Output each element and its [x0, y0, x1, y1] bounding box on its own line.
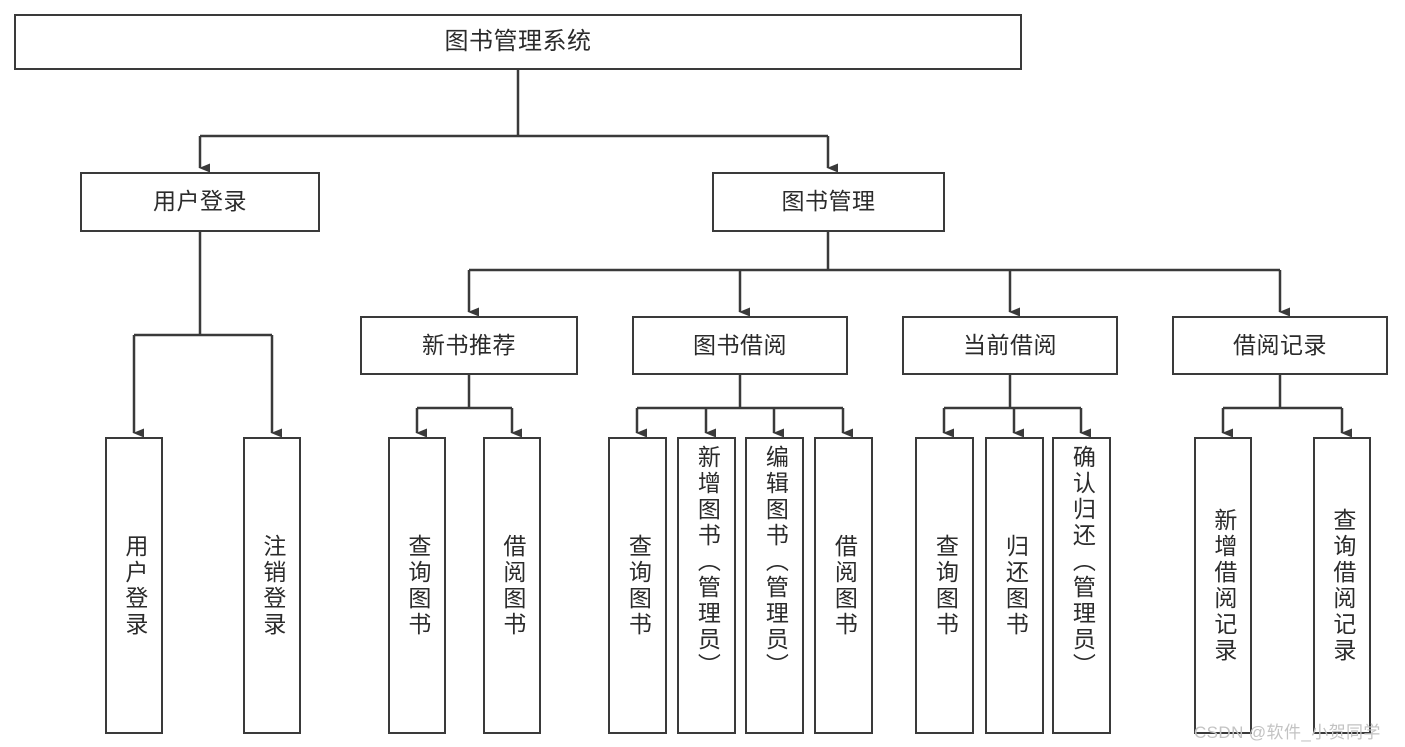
node-label: 归还图书 — [1002, 533, 1029, 638]
connector-user-login-to-leaves — [132, 232, 282, 438]
connector-current-borrow-to-leaves — [942, 375, 1091, 438]
node-label: 编辑图书（管理员） — [762, 445, 789, 679]
connector-new-book-rec-to-leaves — [415, 375, 522, 438]
node-box-leaf-query-record: 查询借阅记录 — [1313, 437, 1371, 734]
node-box-leaf-return-book: 归还图书 — [985, 437, 1044, 734]
connector-root-to-level1 — [198, 70, 838, 173]
node-label: 用户登录 — [153, 188, 247, 215]
node-label: 当前借阅 — [963, 331, 1057, 358]
node-label: 新增借阅记录 — [1210, 507, 1237, 664]
node-box-leaf-confirm-return: 确认归还（管理员） — [1052, 437, 1111, 734]
node-label: 新书推荐 — [422, 331, 516, 358]
connector-book-admin-to-level2 — [467, 232, 1290, 317]
node-box-leaf-edit-book: 编辑图书（管理员） — [745, 437, 804, 734]
node-label: 查询图书 — [932, 533, 959, 638]
node-label: 查询图书 — [404, 533, 431, 638]
node-label: 注销登录 — [259, 533, 286, 638]
node-label: 借阅图书 — [831, 533, 858, 638]
node-label: 查询借阅记录 — [1329, 507, 1356, 664]
node-box-user-login: 用户登录 — [80, 172, 320, 232]
node-box-borrow-record: 借阅记录 — [1172, 316, 1388, 375]
node-box-leaf-add-book: 新增图书（管理员） — [677, 437, 736, 734]
node-box-new-book-rec: 新书推荐 — [360, 316, 578, 375]
node-label: 确认归还（管理员） — [1069, 445, 1096, 679]
connector-borrow-record-to-leaves — [1221, 375, 1352, 438]
node-box-leaf-borrow-book: 借阅图书 — [814, 437, 873, 734]
node-box-leaf-borrow-book-rec: 借阅图书 — [483, 437, 541, 734]
node-box-leaf-query-book: 查询图书 — [608, 437, 667, 734]
node-box-current-borrow: 当前借阅 — [902, 316, 1118, 375]
node-box-root: 图书管理系统 — [14, 14, 1022, 70]
connector-paths — [132, 70, 1352, 438]
node-label: 图书管理系统 — [444, 27, 592, 55]
node-label: 借阅记录 — [1233, 331, 1327, 358]
node-box-leaf-query-book-cur: 查询图书 — [915, 437, 974, 734]
node-label: 用户登录 — [121, 533, 148, 638]
node-label: 查询图书 — [625, 533, 652, 638]
node-box-leaf-add-record: 新增借阅记录 — [1194, 437, 1252, 734]
node-label: 图书借阅 — [693, 331, 787, 358]
node-label: 借阅图书 — [499, 533, 526, 638]
node-box-book-borrow: 图书借阅 — [632, 316, 848, 375]
node-label: 图书管理 — [781, 188, 876, 215]
node-box-book-admin: 图书管理 — [712, 172, 945, 232]
connector-book-borrow-to-leaves — [635, 375, 853, 438]
node-label: 新增图书（管理员） — [694, 445, 721, 679]
node-box-leaf-user-login: 用户登录 — [105, 437, 163, 734]
node-box-leaf-query-book-rec: 查询图书 — [388, 437, 446, 734]
node-box-leaf-user-logout: 注销登录 — [243, 437, 301, 734]
